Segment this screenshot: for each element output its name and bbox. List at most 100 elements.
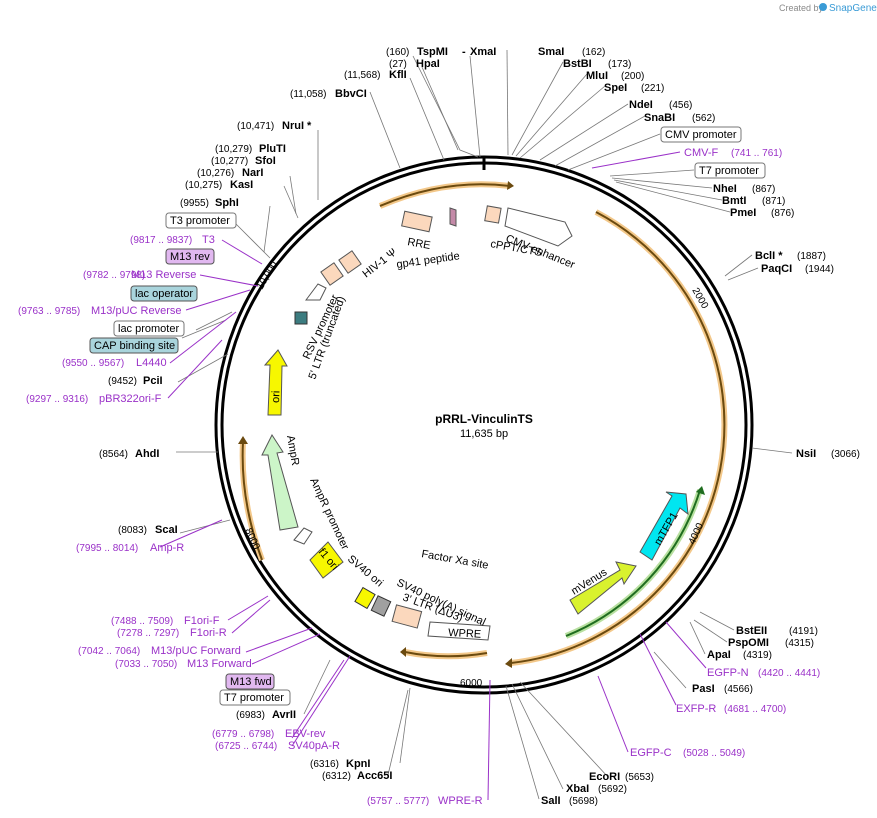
rsv-promoter-arrow (305, 283, 327, 301)
box-lac-promoter (113, 320, 185, 337)
orange-arrowhead-right (505, 658, 512, 668)
site-ndei-pos: (456) (669, 100, 692, 111)
box-m13-rev-label: M13 rev (170, 251, 210, 263)
site-pmei-name: PmeI (730, 207, 756, 219)
snapgene-logo-icon (819, 3, 827, 11)
site-nsii-pos: (3066) (831, 449, 860, 460)
ori-arrow (263, 349, 288, 416)
box-m13-fwd-label: M13 fwd (230, 676, 272, 688)
primer-m13rev-name: M13 Reverse (131, 269, 196, 281)
site-kpni-name: KpnI (346, 758, 370, 770)
site-bmti-name: BmtI (722, 195, 746, 207)
feature-ori: ori (270, 390, 282, 403)
hiv-psi-box-2 (320, 262, 344, 286)
primer-sv40pa-name: SV40pA-R (288, 740, 340, 752)
site-hpai-name: HpaI (416, 58, 440, 70)
site-scai-pos: (8083) (118, 525, 147, 536)
site-smai-name: SmaI (538, 46, 564, 58)
hiv-psi-box-1 (338, 250, 362, 274)
primer-connectors (159, 151, 707, 801)
primer-egfpn-range: (4420 .. 4441) (758, 668, 820, 679)
site-avrii-name: AvrII (272, 709, 296, 721)
plasmid-name: pRRL-VinculinTS (435, 412, 533, 426)
site-sphi-name: SphI (215, 197, 239, 209)
site-kpni-pos: (6316) (310, 759, 339, 770)
primer-m13puc-rev-name: M13/pUC Reverse (91, 305, 181, 317)
site-snabi-pos: (562) (692, 113, 715, 124)
site-scai-name: ScaI (155, 524, 178, 536)
sv40-ori-box (354, 586, 376, 610)
plasmid-size: 11,635 bp (460, 428, 508, 440)
primer-wpre-name: WPRE-R (438, 795, 483, 807)
site-bmti-pos: (871) (762, 196, 785, 207)
primer-exfpr-name: EXFP-R (676, 703, 716, 715)
gp41-peptide-box (449, 207, 457, 227)
feature-rre: RRE (406, 236, 431, 252)
site-acc65i-pos: (6312) (322, 771, 351, 782)
site-kfli-pos: (11,568) (344, 70, 381, 81)
feature-sv40-ori: SV40 ori (345, 553, 385, 589)
site-ahdi-pos: (8564) (99, 449, 128, 460)
box-t7-promoter-right-label: T7 promoter (699, 165, 759, 177)
site-acc65i-name: Acc65I (357, 770, 392, 782)
site-apai-name: ApaI (707, 649, 731, 661)
orange-arrow-left (241, 441, 263, 561)
site-xbai-name: XbaI (566, 783, 589, 795)
box-t7-promoter-left-label: T7 promoter (224, 692, 284, 704)
mvenus-arrow (569, 561, 637, 615)
mtfp1-arrow (639, 491, 689, 561)
site-xmai-name: XmaI (470, 46, 496, 58)
site-mlui-pos: (200) (621, 71, 644, 82)
feature-ampr: AmpR (284, 434, 301, 466)
site-mlui-name: MluI (586, 70, 608, 82)
box-t3-promoter-label: T3 promoter (170, 215, 230, 227)
primer-m13fwd-name: M13 Forward (187, 658, 252, 670)
site-pasi-name: PasI (692, 683, 715, 695)
box-lac-operator-label: lac operator (135, 288, 193, 300)
site-kasi-name: KasI (230, 179, 253, 191)
primer-t3-name: T3 (202, 234, 215, 246)
site-bcli-pos: (1887) (797, 251, 826, 262)
tick-10000: 10,000 (255, 259, 280, 291)
primer-l4440-range: (9550 .. 9567) (62, 358, 124, 369)
primer-ampr-name: Amp-R (150, 542, 184, 554)
tick-4000: 4000 (687, 521, 707, 546)
primer-ampr-range: (7995 .. 8014) (76, 543, 138, 554)
box-t7-promoter-left (219, 689, 291, 706)
green-arrow (565, 489, 701, 637)
site-tspmi-name: TspMI (417, 46, 448, 58)
site-kfli-name: KflI (389, 69, 407, 81)
site-pcii-name: PciI (143, 375, 163, 387)
primer-t3-range: (9817 .. 9837) (130, 235, 192, 246)
primer-ebv-range: (6779 .. 6798) (212, 729, 274, 740)
primer-m13puc-rev-range: (9763 .. 9785) (18, 306, 80, 317)
orange-arrowhead-left (238, 436, 248, 444)
site-bsteii-pos: (4191) (789, 626, 818, 637)
site-smai-pos: (162) (582, 47, 605, 58)
lac-feature-box (294, 311, 308, 325)
orange-arrow-top (379, 183, 511, 207)
feature-ampr-promoter: AmpR promoter (307, 476, 351, 552)
site-pmei-pos: (876) (771, 208, 794, 219)
site-bbvci-pos: (11,058) (290, 89, 327, 100)
box-m13-rev (165, 248, 215, 265)
primer-f1ori-r-range: (7278 .. 7297) (117, 628, 179, 639)
primer-l4440-name: L4440 (136, 357, 167, 369)
box-t3-promoter (165, 212, 237, 229)
box-t7-promoter-right (694, 162, 766, 179)
site-ahdi-name: AhdI (135, 448, 159, 460)
credit-prefix: Created by (779, 3, 824, 13)
primer-sv40pa-range: (6725 .. 6744) (215, 741, 277, 752)
primer-cmvf-name: CMV-F (684, 147, 719, 159)
site-apai-pos: (4319) (743, 650, 772, 661)
site-sali-name: SalI (541, 795, 561, 807)
site-tspmi-pos: (160) (386, 47, 409, 58)
primer-cmvf-range: (741 .. 761) (731, 148, 782, 159)
primer-egfpn-name: EGFP-N (707, 667, 749, 679)
site-paqci-name: PaqCI (761, 263, 792, 275)
primer-egfpc-name: EGFP-C (630, 747, 672, 759)
f1-ori-arrow (309, 541, 344, 579)
site-bbvci-name: BbvCI (335, 88, 367, 100)
site-pluti-pos: (10,279) (215, 144, 252, 155)
